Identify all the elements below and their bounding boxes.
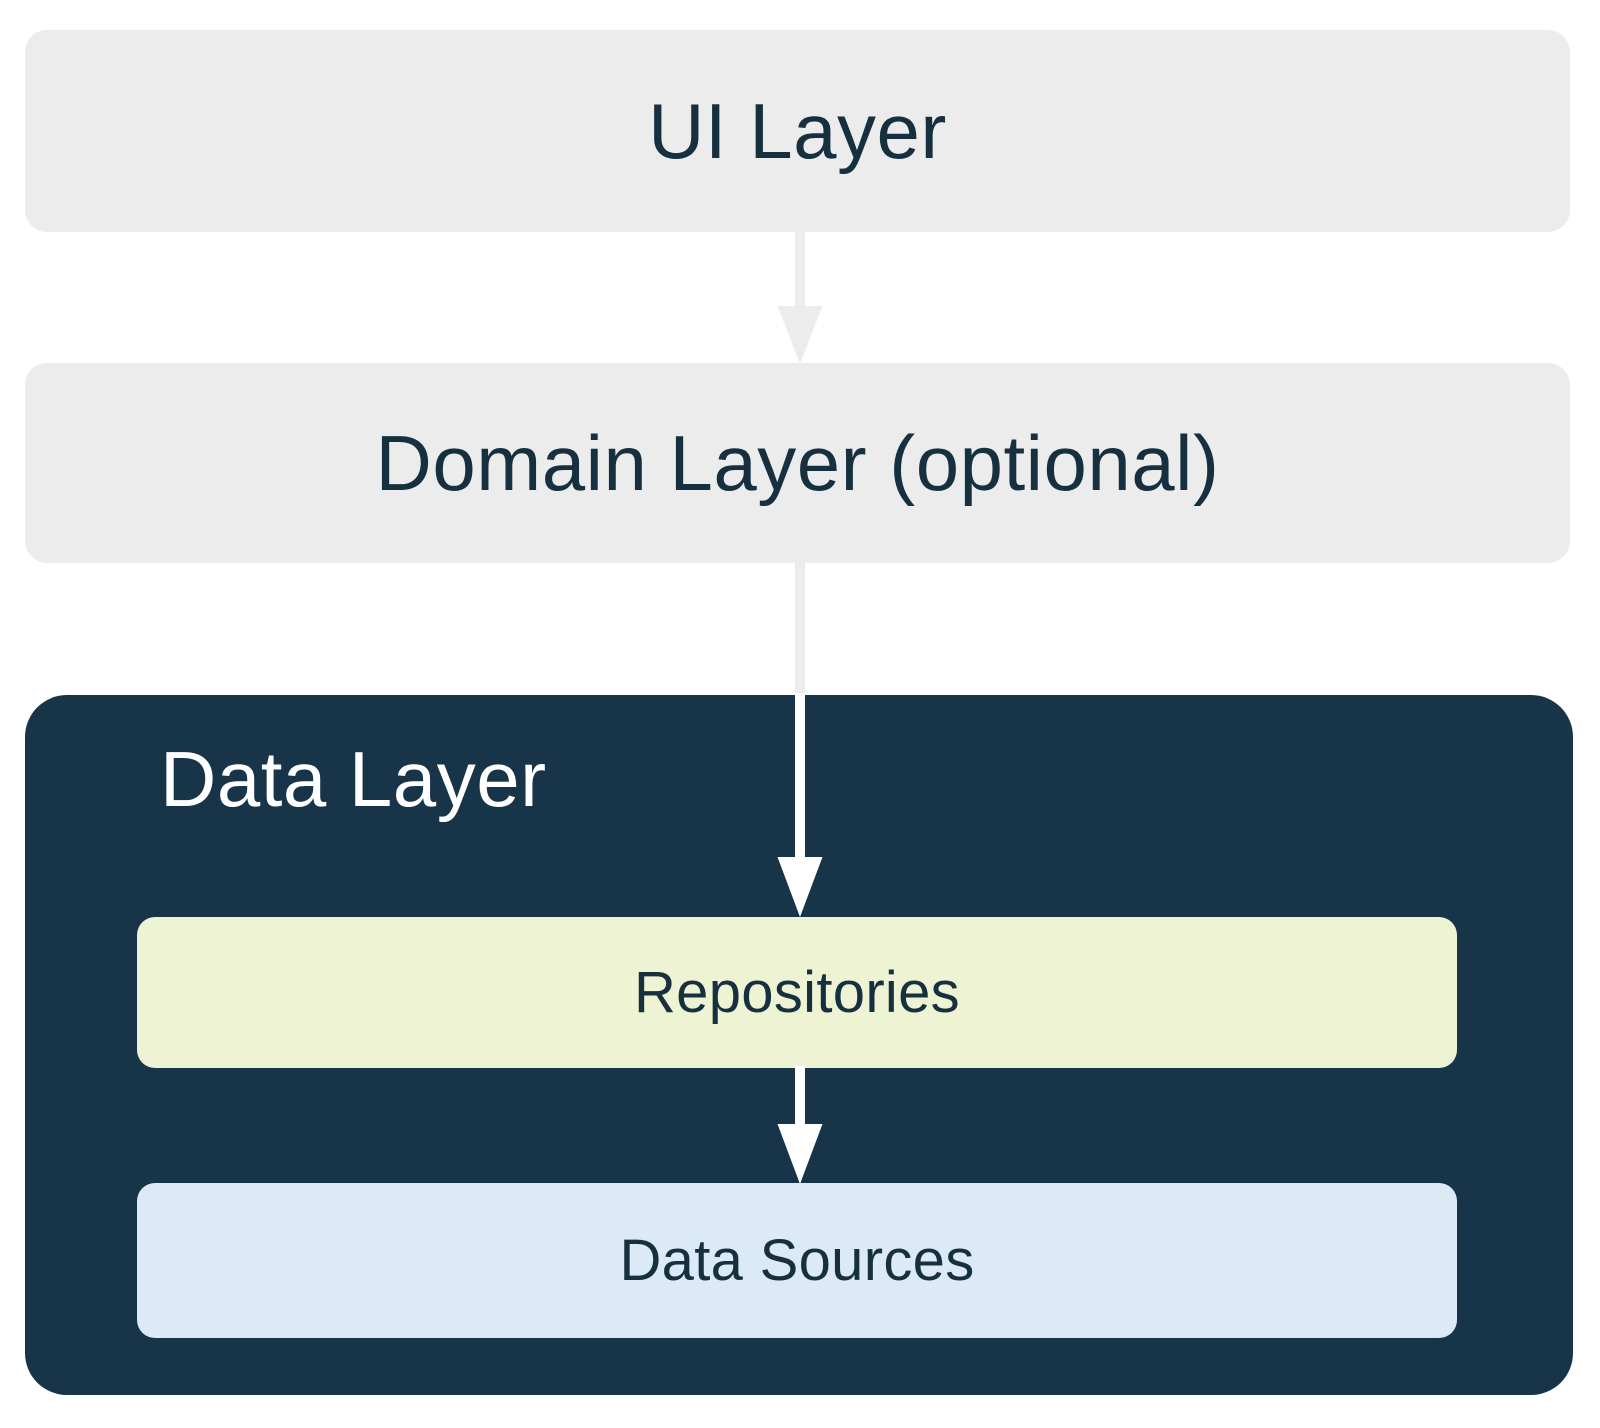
ui-layer-label: UI Layer	[648, 87, 947, 175]
repositories-label: Repositories	[634, 959, 960, 1025]
arrow-ui-to-domain-icon	[777, 230, 823, 364]
data-sources-label: Data Sources	[619, 1227, 975, 1293]
domain-layer-label: Domain Layer (optional)	[375, 419, 1220, 507]
repositories-box[interactable]: Repositories	[137, 917, 1457, 1068]
data-sources-box[interactable]: Data Sources	[137, 1183, 1457, 1338]
domain-layer-box[interactable]: Domain Layer (optional)	[25, 363, 1570, 563]
ui-layer-box[interactable]: UI Layer	[25, 30, 1570, 232]
data-layer-label: Data Layer	[160, 735, 547, 823]
